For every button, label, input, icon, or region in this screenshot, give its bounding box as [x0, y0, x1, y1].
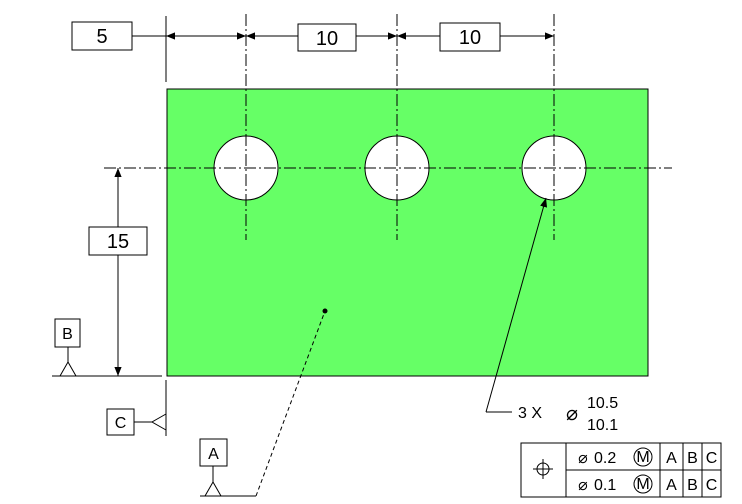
hole-count-text: 3 X: [518, 405, 542, 422]
part-body: [166, 88, 649, 377]
datum-b-label: B: [62, 326, 73, 343]
fcf-row2-tolerance: 0.1: [594, 477, 616, 494]
hole-upper-limit: 10.5: [587, 395, 618, 412]
feature-control-frame: ⌀ 0.2 M A B C ⌀ 0.1 M A B C: [520, 442, 722, 498]
fcf-row1-datum3: C: [706, 450, 718, 467]
fcf-row2-datum1: A: [666, 477, 677, 494]
position-icon: [533, 459, 553, 479]
dim-text-10-b: 10: [459, 27, 481, 49]
datum-a-leader-dot: [322, 308, 328, 314]
datum-a-symbol: [200, 310, 326, 497]
fcf-row1-datum1: A: [666, 450, 677, 467]
datum-a-box: [199, 438, 228, 467]
datum-c-box: [106, 408, 135, 436]
dim-text-5: 5: [96, 26, 107, 48]
dim-text-15: 15: [107, 231, 129, 253]
centerlines: [104, 14, 672, 240]
dim-box-10-a: [297, 23, 357, 52]
fcf-row1-datum2: B: [687, 450, 698, 467]
fcf-row1-modifier-circle: [633, 447, 653, 467]
dim-text-10-a: 10: [316, 28, 338, 50]
fcf-row2-datum3: C: [706, 477, 718, 494]
fcf-row2-modifier: M: [636, 476, 649, 493]
dim-box-5: [71, 21, 133, 51]
fcf-row1-tolerance: 0.2: [594, 450, 616, 467]
fcf-row1-diameter: ⌀: [578, 450, 588, 467]
fcf-row1-modifier: M: [636, 449, 649, 466]
hole-callout-leader: [485, 197, 548, 413]
datum-b-symbol: [59, 347, 77, 377]
hole-diameter-symbol: ⌀: [566, 403, 578, 425]
fcf-row2-modifier-circle: [633, 474, 653, 494]
datum-a-label: A: [208, 446, 219, 463]
fcf-row2-diameter: ⌀: [578, 477, 588, 494]
dim-box-15: [88, 226, 148, 256]
dim-box-10-b: [439, 22, 501, 52]
fcf-row2-datum2: B: [687, 477, 698, 494]
datum-b-box: [54, 318, 81, 348]
datum-c-symbol: [134, 380, 167, 436]
vertical-dimension: [52, 168, 162, 377]
datum-c-label: C: [115, 415, 127, 432]
hole-lower-limit: 10.1: [587, 417, 618, 434]
